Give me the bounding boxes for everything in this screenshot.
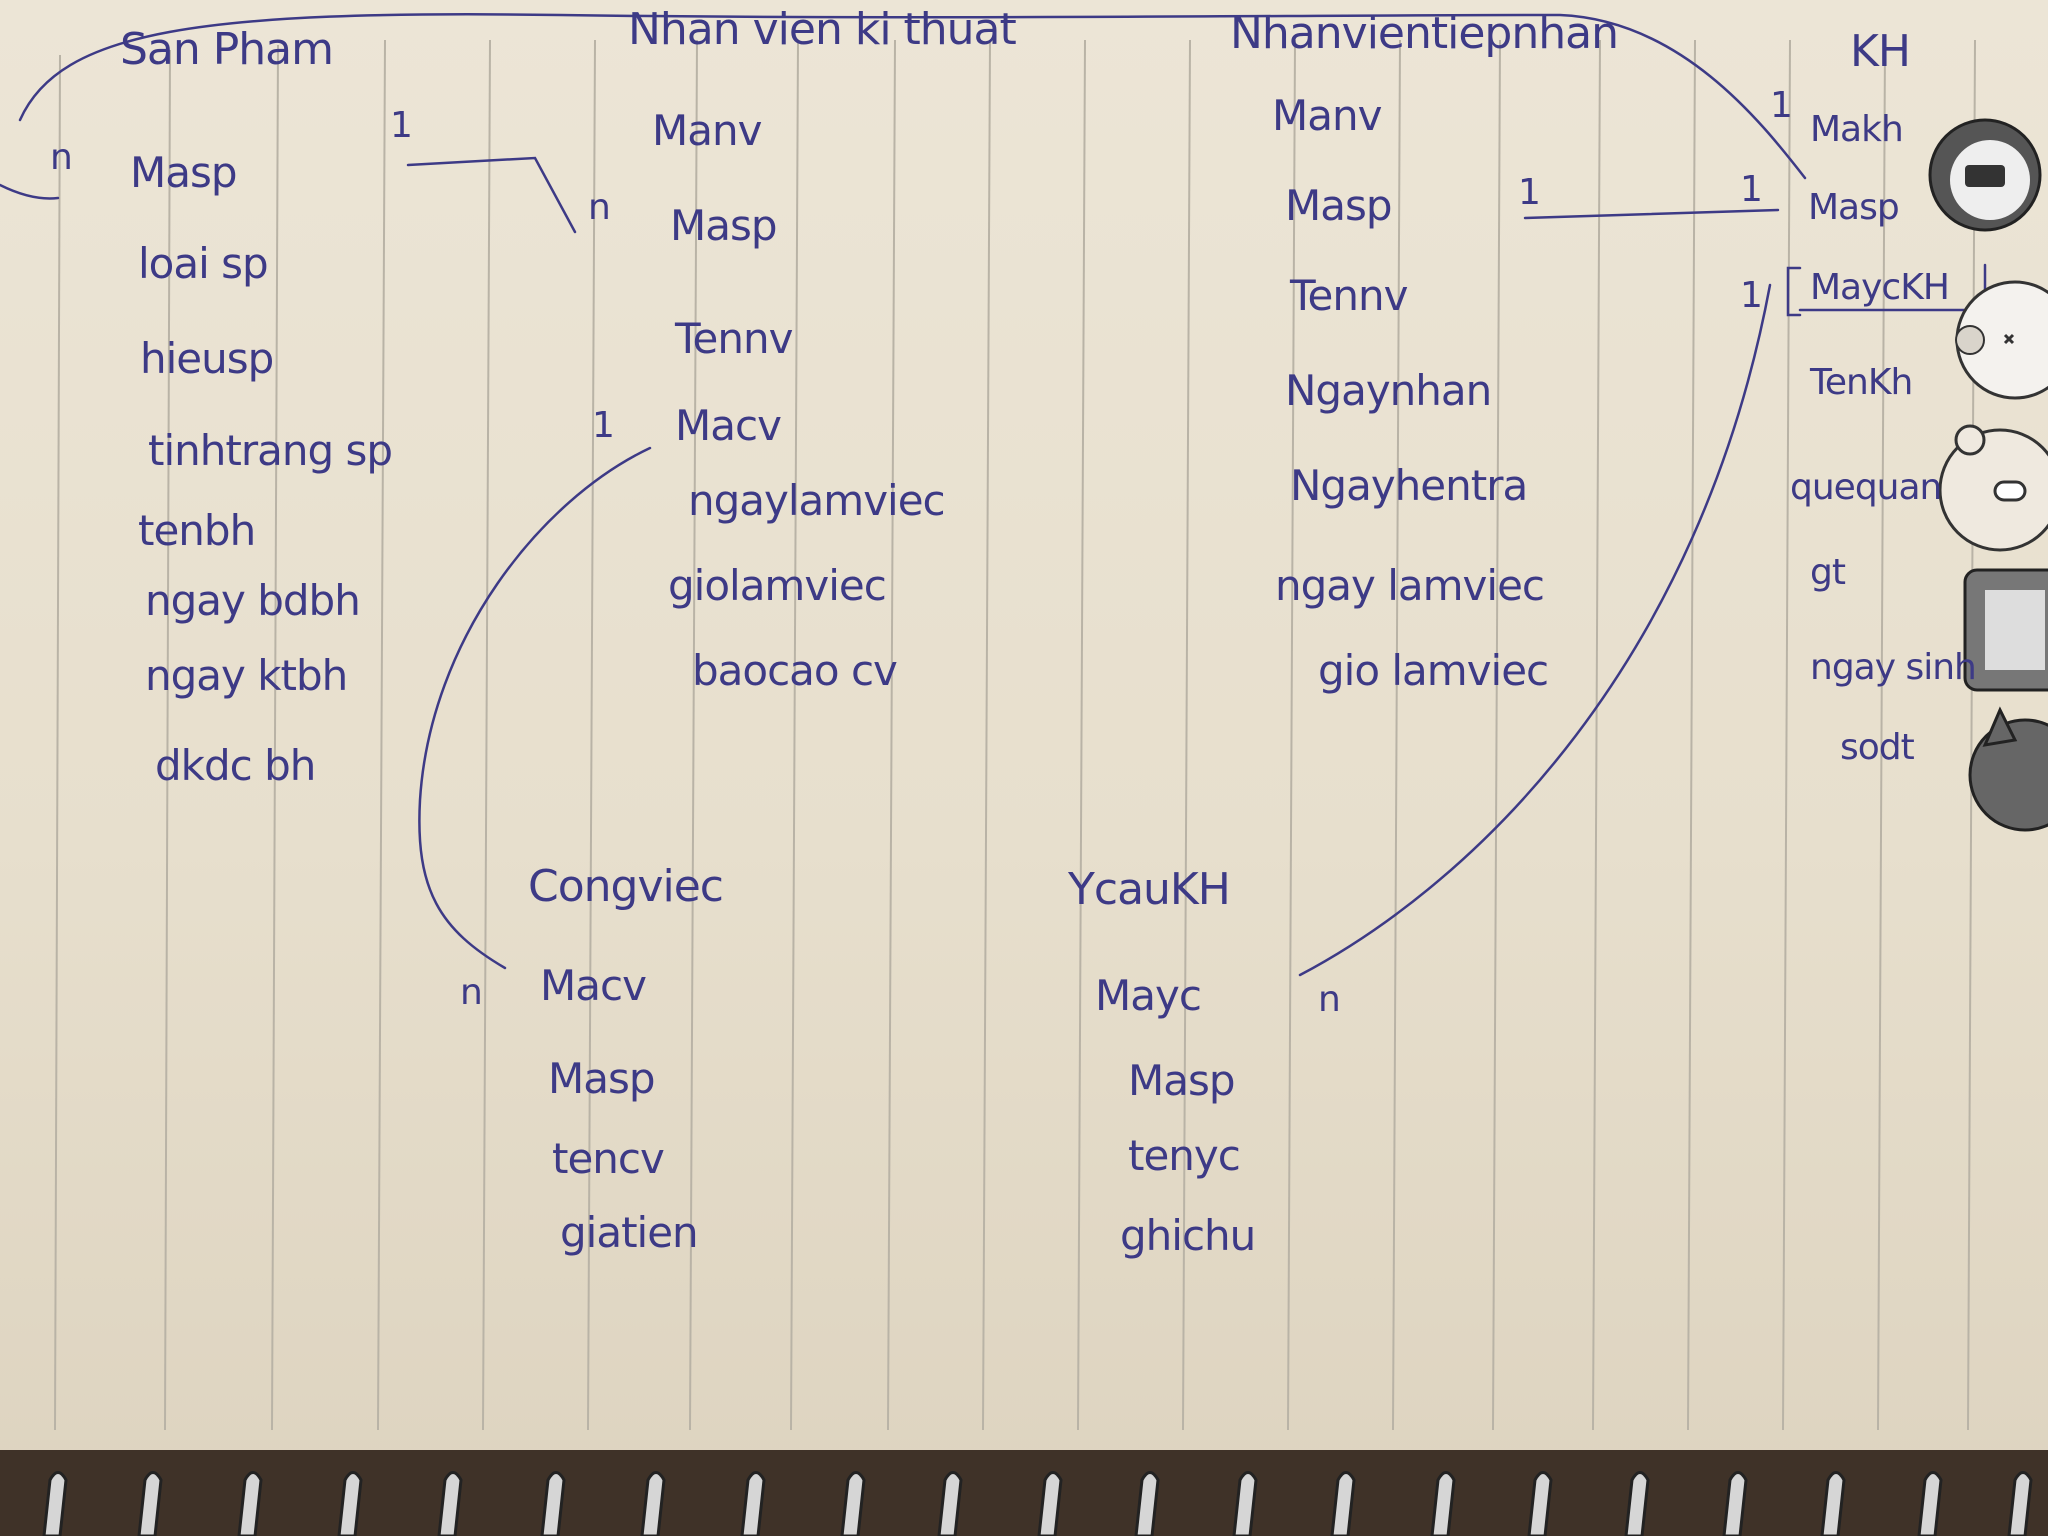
entity-title: Congviec — [528, 861, 724, 912]
attribute: Manv — [1272, 91, 1382, 140]
cardinality-label: n — [588, 187, 611, 228]
attribute: Masp — [670, 201, 778, 250]
attribute: MaycKH — [1810, 267, 1950, 308]
attribute: hieusp — [140, 334, 274, 383]
entity-title: Nhanvientiepnhan — [1230, 8, 1619, 59]
attribute: ngay lamviec — [1275, 561, 1545, 610]
attribute: Mayc — [1095, 971, 1202, 1020]
sanpham-nvkt-line — [406, 156, 577, 234]
cardinality-label: 1 — [1740, 169, 1763, 210]
attribute: ngay bdbh — [145, 576, 361, 625]
attribute: tencv — [552, 1134, 665, 1183]
phone-sticker-icon — [1963, 568, 2048, 692]
attribute: Masp — [130, 148, 238, 197]
attribute: dkdc bh — [155, 741, 316, 790]
attribute: baocao cv — [692, 646, 898, 695]
attribute: Manv — [652, 106, 762, 155]
attribute: ngaylamviec — [688, 476, 946, 525]
cardinality-label: n — [460, 972, 483, 1013]
attribute: Macv — [540, 961, 647, 1010]
cardinality-label: 1 — [592, 405, 615, 446]
attribute: giatien — [560, 1208, 699, 1257]
attribute: Ngaynhan — [1285, 366, 1492, 415]
cardinality-label: 1 — [1518, 172, 1541, 213]
attribute: giolamviec — [668, 561, 887, 610]
attribute: Ngayhentra — [1290, 461, 1528, 510]
attribute: Tennv — [1290, 271, 1408, 320]
attribute: Masp — [1808, 187, 1900, 228]
left-edge-line — [0, 183, 60, 200]
cardinality-label: 1 — [1740, 275, 1763, 316]
attribute: Masp — [1128, 1056, 1236, 1105]
attribute: tenyc — [1128, 1131, 1241, 1180]
attribute: Macv — [675, 401, 782, 450]
cardinality-label: n — [50, 137, 73, 178]
attribute: quequan — [1790, 467, 1942, 508]
cat-sticker-icon — [1955, 280, 2048, 400]
attribute: ghichu — [1120, 1211, 1256, 1260]
attribute: tenbh — [138, 506, 256, 555]
entity-title: San Pham — [120, 24, 334, 75]
attribute: sodt — [1840, 727, 1915, 768]
attribute: tinhtrang sp — [148, 426, 393, 475]
entity-title: KH — [1850, 26, 1911, 77]
cardinality-label: 1 — [1770, 85, 1793, 126]
entity-title: YcauKH — [1068, 864, 1231, 915]
attribute: ngay sinh — [1810, 647, 1977, 688]
nvtn-kh-line — [1523, 208, 1780, 220]
cardinality-label: n — [1318, 979, 1341, 1020]
attribute: Makh — [1810, 109, 1904, 150]
attribute: ngay ktbh — [145, 651, 348, 700]
cat-sticker-icon — [1928, 118, 2042, 232]
attribute: Tennv — [675, 314, 793, 363]
attribute: gt — [1810, 552, 1846, 593]
attribute: loai sp — [138, 239, 269, 288]
bear-sticker-icon — [1938, 424, 2048, 552]
attribute: Masp — [1285, 181, 1393, 230]
attribute: TenKh — [1810, 362, 1913, 403]
entity-title: Nhan vien ki thuat — [628, 4, 1017, 55]
attribute: Masp — [548, 1054, 656, 1103]
cat-sticker-icon — [1968, 706, 2048, 832]
cardinality-label: 1 — [390, 105, 413, 146]
attribute: gio lamviec — [1318, 646, 1549, 695]
mayckh-bracket — [1786, 266, 1802, 317]
